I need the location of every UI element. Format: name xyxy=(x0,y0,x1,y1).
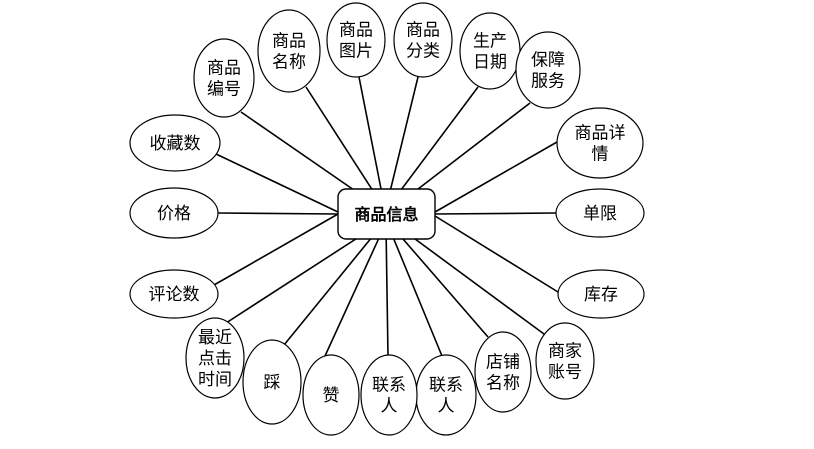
attribute-label: 商品 xyxy=(272,32,306,52)
connector-likes xyxy=(324,226,385,357)
attribute-ellipse xyxy=(242,339,302,425)
attribute-ellipse xyxy=(556,107,644,179)
attribute-label: 收藏数 xyxy=(150,134,201,154)
attribute-ellipse xyxy=(129,187,219,239)
connector-purchase-limit xyxy=(434,212,557,215)
attribute-label: 名称 xyxy=(272,53,306,73)
attribute-label: 库存 xyxy=(584,285,618,305)
connector-price xyxy=(217,212,339,215)
attribute-label: 单限 xyxy=(583,204,617,224)
attribute-label: 图片 xyxy=(339,42,373,62)
attribute-ellipse xyxy=(185,317,245,399)
attribute-label: 日期 xyxy=(473,53,507,73)
attribute-label: 分类 xyxy=(406,42,440,62)
attribute-ellipse xyxy=(129,269,219,319)
attribute-ellipse xyxy=(474,331,532,413)
connector-store-name xyxy=(389,223,489,338)
entity-label: 商品信息 xyxy=(354,205,418,224)
attribute-label: 评论数 xyxy=(149,285,200,305)
attribute-label: 编号 xyxy=(207,80,241,100)
attribute-ellipse xyxy=(535,322,595,400)
attribute-label: 联系 xyxy=(429,376,463,396)
attribute-label: 账号 xyxy=(548,363,582,383)
attribute-ellipse xyxy=(257,9,321,93)
attribute-ellipse xyxy=(193,38,255,118)
connector-goods-category xyxy=(386,76,419,205)
connector-goods-detail xyxy=(434,141,558,213)
attribute-label: 赞 xyxy=(323,386,340,406)
attribute-ellipse xyxy=(302,354,360,436)
entity-node: 商品信息 xyxy=(337,188,436,240)
attribute-favorite-count: 收藏数 xyxy=(129,114,221,172)
attribute-ellipse xyxy=(393,2,453,78)
attribute-label: 生产 xyxy=(473,32,507,52)
attribute-label: 商品详 xyxy=(575,124,626,144)
attribute-label: 店铺 xyxy=(486,353,520,373)
connector-comment-count xyxy=(213,213,339,286)
attribute-label: 踩 xyxy=(264,373,281,393)
connector-favorite-count xyxy=(215,153,339,213)
attribute-ellipse xyxy=(515,31,581,109)
attribute-label: 点击 xyxy=(198,349,232,369)
attribute-label: 时间 xyxy=(198,370,232,390)
attribute-label: 最近 xyxy=(198,328,232,348)
attribute-price: 价格 xyxy=(129,187,219,239)
attribute-label: 情 xyxy=(592,145,609,165)
connector-dislikes xyxy=(283,225,382,346)
attribute-label: 名称 xyxy=(486,374,520,394)
connector-production-date xyxy=(388,86,479,207)
attribute-ellipse xyxy=(555,188,645,238)
connector-stock xyxy=(434,215,559,293)
connector-goods-name xyxy=(305,86,383,206)
connector-contact-2 xyxy=(387,224,443,357)
attribute-label: 商品 xyxy=(339,21,373,41)
attribute-label: 商家 xyxy=(548,342,582,362)
attribute-comment-count: 评论数 xyxy=(129,269,219,319)
attribute-label: 人 xyxy=(438,397,455,417)
connector-goods-image xyxy=(358,76,385,205)
attribute-label: 人 xyxy=(381,397,398,417)
attribute-ellipse xyxy=(557,269,645,319)
attribute-label: 商品 xyxy=(207,59,241,79)
attribute-contact-1: 联系人 xyxy=(360,354,418,436)
attribute-ellipse xyxy=(129,114,221,172)
attribute-label: 商品 xyxy=(406,21,440,41)
connector-contact-1 xyxy=(385,225,389,357)
attribute-ellipse xyxy=(326,2,386,78)
entity-box xyxy=(337,188,436,240)
attribute-contact-2: 联系人 xyxy=(415,354,477,436)
attribute-label: 服务 xyxy=(531,72,565,92)
attribute-label: 价格 xyxy=(157,204,191,224)
attribute-dislikes: 踩 xyxy=(242,339,302,425)
connector-last-click-time xyxy=(225,223,380,324)
attribute-label: 保障 xyxy=(531,51,565,71)
attribute-purchase-limit: 单限 xyxy=(555,188,645,238)
attribute-likes: 赞 xyxy=(302,354,360,436)
attribute-label: 联系 xyxy=(372,376,406,396)
attribute-ellipse xyxy=(360,354,418,436)
connector-merchant-account xyxy=(391,221,545,335)
attribute-nodes: 商品编号商品名称商品图片商品分类生产日期保障服务商品详情单限库存商家账号店铺名称… xyxy=(129,2,645,436)
attribute-stock: 库存 xyxy=(557,269,645,319)
